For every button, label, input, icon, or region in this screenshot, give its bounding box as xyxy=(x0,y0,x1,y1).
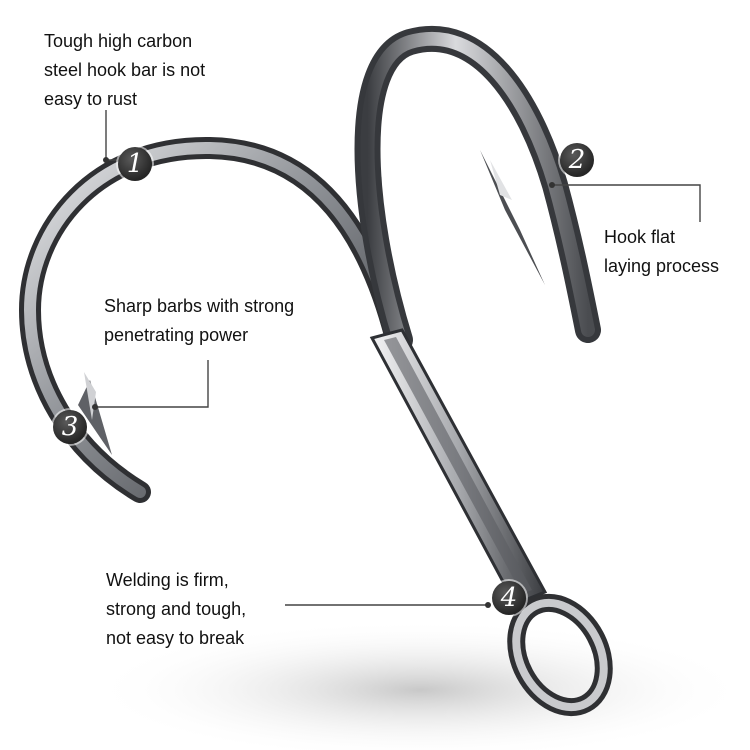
callout-badge-1: 1 xyxy=(118,147,152,181)
leader-dot-3 xyxy=(92,404,98,410)
leader-dot-2 xyxy=(549,182,555,188)
hook-eye xyxy=(507,593,613,717)
leader-line-2 xyxy=(552,184,701,222)
floor-shadow xyxy=(90,620,750,750)
leader-line-3 xyxy=(95,360,209,408)
leader-line-1 xyxy=(105,110,120,161)
leader-dot-1 xyxy=(103,157,109,163)
callout-text-4: Welding is firm, strong and tough, not e… xyxy=(106,570,247,648)
callout-text-1: Tough high carbon steel hook bar is not … xyxy=(44,31,206,109)
callout-badge-4: 4 xyxy=(492,581,526,615)
callout-badge-3: 3 xyxy=(53,410,87,444)
callout-badge-2: 2 xyxy=(560,143,594,177)
callout-text-3: Sharp barbs with strong penetrating powe… xyxy=(104,296,295,345)
right-hook xyxy=(354,25,601,353)
hook-shank xyxy=(369,328,548,606)
leader-dot-4 xyxy=(485,602,491,608)
callout-text-2: Hook flat laying process xyxy=(604,227,720,276)
